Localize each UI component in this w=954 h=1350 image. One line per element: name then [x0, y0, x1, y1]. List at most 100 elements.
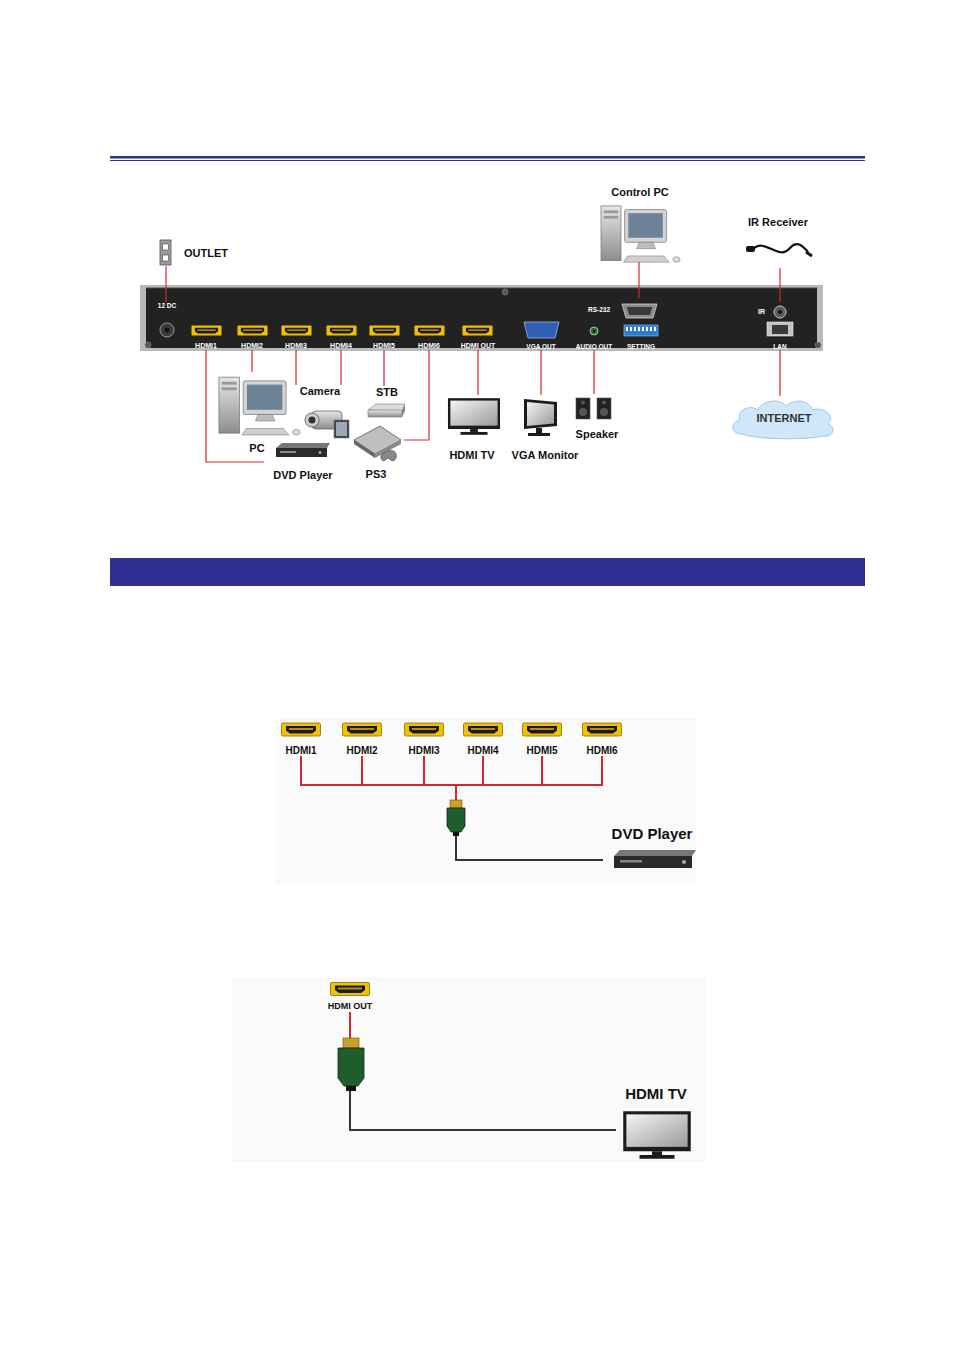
dip-switches — [646, 327, 648, 331]
port-label: AUDIO OUT — [576, 343, 612, 350]
device: HDMI TV — [440, 395, 504, 461]
cable-line — [362, 756, 603, 860]
switch-panel — [414, 325, 444, 335]
hdmi-port: HDMI4 — [324, 323, 358, 350]
cable-line — [350, 1012, 616, 1130]
port-label: HDMI6 — [586, 745, 617, 756]
port-label: HDMI4 — [330, 342, 352, 350]
speaker-icon — [600, 408, 608, 416]
port-label: SETTING — [627, 343, 655, 350]
speaker-icon — [576, 398, 590, 419]
ir-receiver-icon — [746, 246, 755, 252]
hdmi-plug — [338, 1048, 364, 1086]
stb-icon — [402, 404, 405, 417]
cable-line — [593, 350, 594, 394]
outlet-icon — [163, 255, 169, 261]
vga-monitor-icon — [536, 428, 542, 433]
vga-monitor-icon — [524, 399, 557, 436]
top-rule — [110, 156, 865, 159]
switch-panel — [160, 323, 174, 337]
dip-switches — [650, 327, 652, 331]
hdmi-port: HDMI3 — [402, 720, 446, 756]
cable-line — [165, 266, 166, 302]
port-label: HDMI2 — [241, 342, 263, 350]
port-label: HDMI4 — [467, 745, 498, 756]
port-label: HDMI6 — [418, 342, 440, 350]
dvd-player-icon — [682, 860, 686, 864]
device-label: Camera — [300, 385, 340, 397]
port-label: RS-232 — [588, 306, 610, 313]
outlet-icon — [160, 240, 171, 265]
hdmi-plug — [346, 1086, 356, 1091]
control-pc-icon — [601, 206, 680, 262]
port-label: HDMI OUT — [461, 342, 496, 350]
stb-icon — [368, 404, 405, 417]
cable-line — [301, 756, 603, 860]
ps3-icon — [354, 440, 375, 458]
dip-switches — [642, 327, 644, 331]
device-label: DVD Player — [273, 469, 332, 481]
device-label: VGA Monitor — [512, 449, 579, 461]
rs232-port: RS-232 — [588, 298, 660, 322]
dip-switches — [638, 327, 640, 331]
hdmi-port: HDMI2 — [340, 720, 384, 756]
switch-panel — [624, 325, 658, 336]
port-label: IR — [758, 308, 765, 316]
hdmi-port: HDMI1 — [279, 720, 323, 756]
outlet-icon — [160, 240, 171, 265]
hdmi-port: HDMI6 — [412, 323, 446, 350]
hdmi-port: HDMI6 — [580, 720, 624, 756]
section-bar — [110, 558, 865, 586]
device-label: Speaker — [576, 428, 619, 440]
device: VGA Monitor — [503, 395, 587, 461]
dvd-player-icon — [614, 856, 692, 868]
dvd-player-icon — [614, 850, 696, 868]
cable-line — [424, 756, 603, 860]
hdmi-tv-icon — [623, 1111, 691, 1159]
speaker-icon — [576, 398, 611, 419]
cable-line — [206, 350, 264, 462]
stb-icon — [368, 410, 402, 417]
cable-line — [456, 756, 603, 860]
hdmi-port: HDMI3 — [279, 323, 313, 350]
hdmi-plug — [453, 832, 459, 836]
device: PC — [212, 372, 302, 454]
device-label: HDMI TV — [625, 1086, 687, 1103]
hdmi-tv-icon — [623, 1111, 691, 1159]
port-label: HDMI3 — [285, 342, 307, 350]
control-pc-icon — [601, 206, 680, 262]
camera-icon — [305, 411, 349, 438]
input-ports — [464, 723, 503, 736]
hdmi-out-port: HDMI OUT — [325, 980, 376, 1012]
setting-switch: SETTING — [619, 324, 663, 350]
output-port — [331, 983, 370, 996]
port-label: HDMI2 — [346, 745, 377, 756]
dvd-player-icon — [614, 850, 696, 856]
cable-line — [779, 268, 780, 302]
cable-line — [295, 350, 296, 385]
hdmi-plug — [447, 800, 465, 836]
device: DVD Player — [264, 441, 342, 481]
speaker-icon — [581, 401, 585, 405]
dip-switches — [630, 327, 632, 331]
switch-panel — [146, 288, 817, 348]
port-label: VGA OUT — [526, 343, 555, 350]
cable-line — [456, 756, 603, 860]
dvd-player-icon — [319, 451, 322, 454]
port-label: OUTLET — [184, 247, 228, 259]
hdmi-port: HDMI4 — [461, 720, 505, 756]
cloud-label: INTERNET — [757, 412, 812, 424]
speaker-icon — [602, 401, 606, 405]
port-label: HDMI5 — [526, 745, 557, 756]
device: DVD Player — [603, 826, 701, 872]
device-label: PC — [249, 442, 264, 454]
switch-panel — [627, 307, 652, 315]
input-ports — [583, 723, 622, 736]
power-port: 12 DC — [152, 302, 182, 342]
ir-receiver-icon — [806, 252, 812, 256]
device: Control PC — [590, 186, 690, 262]
pc-icon — [219, 377, 300, 435]
switch-panel — [145, 342, 151, 348]
top-rule — [110, 160, 865, 161]
